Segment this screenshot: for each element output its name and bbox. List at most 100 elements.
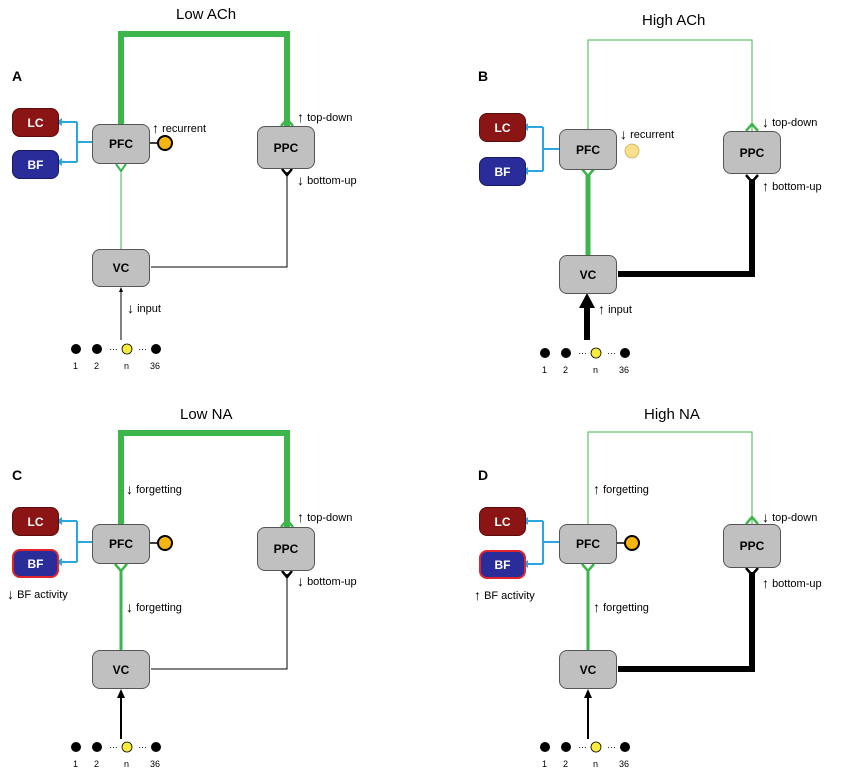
unit-label-2: 2 bbox=[563, 365, 569, 375]
bf-box: BF bbox=[12, 549, 59, 578]
unit-ellipsis-right: … bbox=[138, 740, 147, 750]
forgetting-mid-label: ↓ forgetting bbox=[126, 599, 182, 615]
bottomup-label: ↑ bottom-up bbox=[762, 178, 822, 194]
input-unit-n bbox=[590, 741, 602, 753]
unit-label-36: 36 bbox=[150, 361, 161, 371]
recurrent-label: ↓ recurrent bbox=[620, 126, 675, 142]
input-unit-1 bbox=[71, 344, 81, 354]
unit-label-36: 36 bbox=[619, 759, 630, 769]
panel-letter: A bbox=[12, 68, 23, 84]
input-unit-2 bbox=[92, 344, 102, 354]
topdown-label: ↓ top-down bbox=[762, 509, 818, 525]
unit-label-n: n bbox=[124, 759, 130, 769]
topdown-pathway bbox=[118, 31, 290, 126]
input-arrowhead bbox=[119, 287, 123, 292]
bottomup-pathway bbox=[618, 572, 755, 672]
unit-label-2: 2 bbox=[94, 759, 100, 769]
ppc-chevron bbox=[745, 174, 759, 184]
ppc-box: PPC bbox=[257, 527, 315, 571]
unit-label-1: 1 bbox=[542, 365, 548, 375]
bottomup-label: ↑ bottom-up bbox=[762, 575, 822, 591]
panel-title: Low NA bbox=[180, 406, 233, 423]
panel-high-na: High NA D LC BF PFC PPC VC ↑ forgetting … bbox=[422, 386, 844, 772]
ppc-box: PPC bbox=[723, 131, 781, 174]
lc-box: LC bbox=[12, 507, 59, 536]
forgetting-mid-label: ↑ forgetting bbox=[593, 599, 649, 615]
vc-box: VC bbox=[92, 650, 150, 689]
unit-ellipsis-left: … bbox=[578, 346, 587, 356]
neuromod-links bbox=[60, 520, 92, 563]
panel-letter: B bbox=[478, 68, 489, 84]
vc-box: VC bbox=[559, 255, 617, 294]
ppc-chevron bbox=[281, 168, 293, 177]
unit-label-1: 1 bbox=[73, 759, 79, 769]
pfc-box: PFC bbox=[559, 129, 617, 170]
pfc-box: PFC bbox=[92, 524, 150, 564]
panel-high-ach: High ACh B LC BF PFC PPC VC ↓ recurrent … bbox=[422, 0, 844, 386]
unit-ellipsis-right: … bbox=[607, 346, 616, 356]
pfc-chevron bbox=[581, 563, 595, 573]
unit-label-2: 2 bbox=[94, 361, 100, 371]
panel-a-connections bbox=[56, 31, 294, 355]
input-label: ↓ input bbox=[127, 300, 161, 316]
ppc-chevron bbox=[745, 567, 759, 577]
input-label: ↑ input bbox=[598, 301, 632, 317]
panel-low-na: Low NA C LC BF PFC PPC VC ↓ forgetting ↓… bbox=[0, 386, 422, 772]
forgetting-top-label: ↓ forgetting bbox=[126, 481, 182, 497]
bf-activity-label: ↑ BF activity bbox=[474, 587, 535, 603]
pfc-chevron bbox=[115, 163, 127, 173]
panel-title: High NA bbox=[644, 406, 700, 423]
unit-label-36: 36 bbox=[619, 365, 630, 375]
recurrent-node bbox=[624, 535, 640, 551]
unit-ellipsis-left: … bbox=[109, 342, 118, 352]
unit-ellipsis-right: … bbox=[138, 342, 147, 352]
ppc-box: PPC bbox=[723, 524, 781, 568]
bottomup-pathway bbox=[618, 179, 755, 277]
panel-d-connections bbox=[522, 431, 759, 753]
input-unit-2 bbox=[561, 348, 571, 358]
input-unit-n bbox=[590, 347, 602, 359]
bottomup-pathway bbox=[151, 172, 288, 268]
topdown-label: ↓ top-down bbox=[762, 114, 818, 130]
unit-label-36: 36 bbox=[150, 759, 161, 769]
unit-label-1: 1 bbox=[542, 759, 548, 769]
input-unit-2 bbox=[92, 742, 102, 752]
input-unit-1 bbox=[71, 742, 81, 752]
topdown-pathway bbox=[587, 39, 753, 131]
neuromod-links bbox=[526, 520, 559, 565]
panel-title: High ACh bbox=[642, 12, 706, 29]
unit-label-1: 1 bbox=[73, 361, 79, 371]
unit-ellipsis-left: … bbox=[578, 740, 587, 750]
unit-label-n: n bbox=[593, 365, 599, 375]
topdown-label: ↑ top-down bbox=[297, 109, 353, 125]
input-unit-36 bbox=[151, 344, 161, 354]
input-unit-36 bbox=[151, 742, 161, 752]
unit-ellipsis-right: … bbox=[607, 740, 616, 750]
input-arrowhead bbox=[579, 293, 595, 308]
bf-box: BF bbox=[479, 550, 526, 579]
forgetting-top-label: ↑ forgetting bbox=[593, 481, 649, 497]
neuromod-links bbox=[526, 126, 559, 172]
neuromod-links bbox=[60, 121, 92, 163]
topdown-chevron bbox=[745, 122, 759, 132]
panel-title: Low ACh bbox=[176, 6, 237, 23]
unit-label-n: n bbox=[593, 759, 599, 769]
lc-box: LC bbox=[12, 108, 59, 137]
bf-box: BF bbox=[479, 157, 526, 186]
input-unit-n bbox=[121, 343, 133, 355]
topdown-chevron bbox=[280, 518, 294, 528]
recurrent-node bbox=[157, 135, 173, 151]
recurrent-node bbox=[157, 535, 173, 551]
recurrent-label: ↑ recurrent bbox=[152, 120, 207, 136]
unit-label-n: n bbox=[124, 361, 130, 371]
pfc-chevron bbox=[114, 563, 128, 573]
lc-box: LC bbox=[479, 507, 526, 536]
input-unit-1 bbox=[540, 742, 550, 752]
pfc-box: PFC bbox=[559, 524, 617, 564]
panel-letter: C bbox=[12, 467, 23, 483]
vc-box: VC bbox=[559, 650, 617, 689]
panel-c-connections bbox=[56, 430, 294, 753]
input-unit-1 bbox=[540, 348, 550, 358]
panel-low-ach: Low ACh A LC BF PFC PPC VC ↑ recurrent ↑… bbox=[0, 0, 422, 386]
bottomup-pathway bbox=[151, 574, 288, 670]
